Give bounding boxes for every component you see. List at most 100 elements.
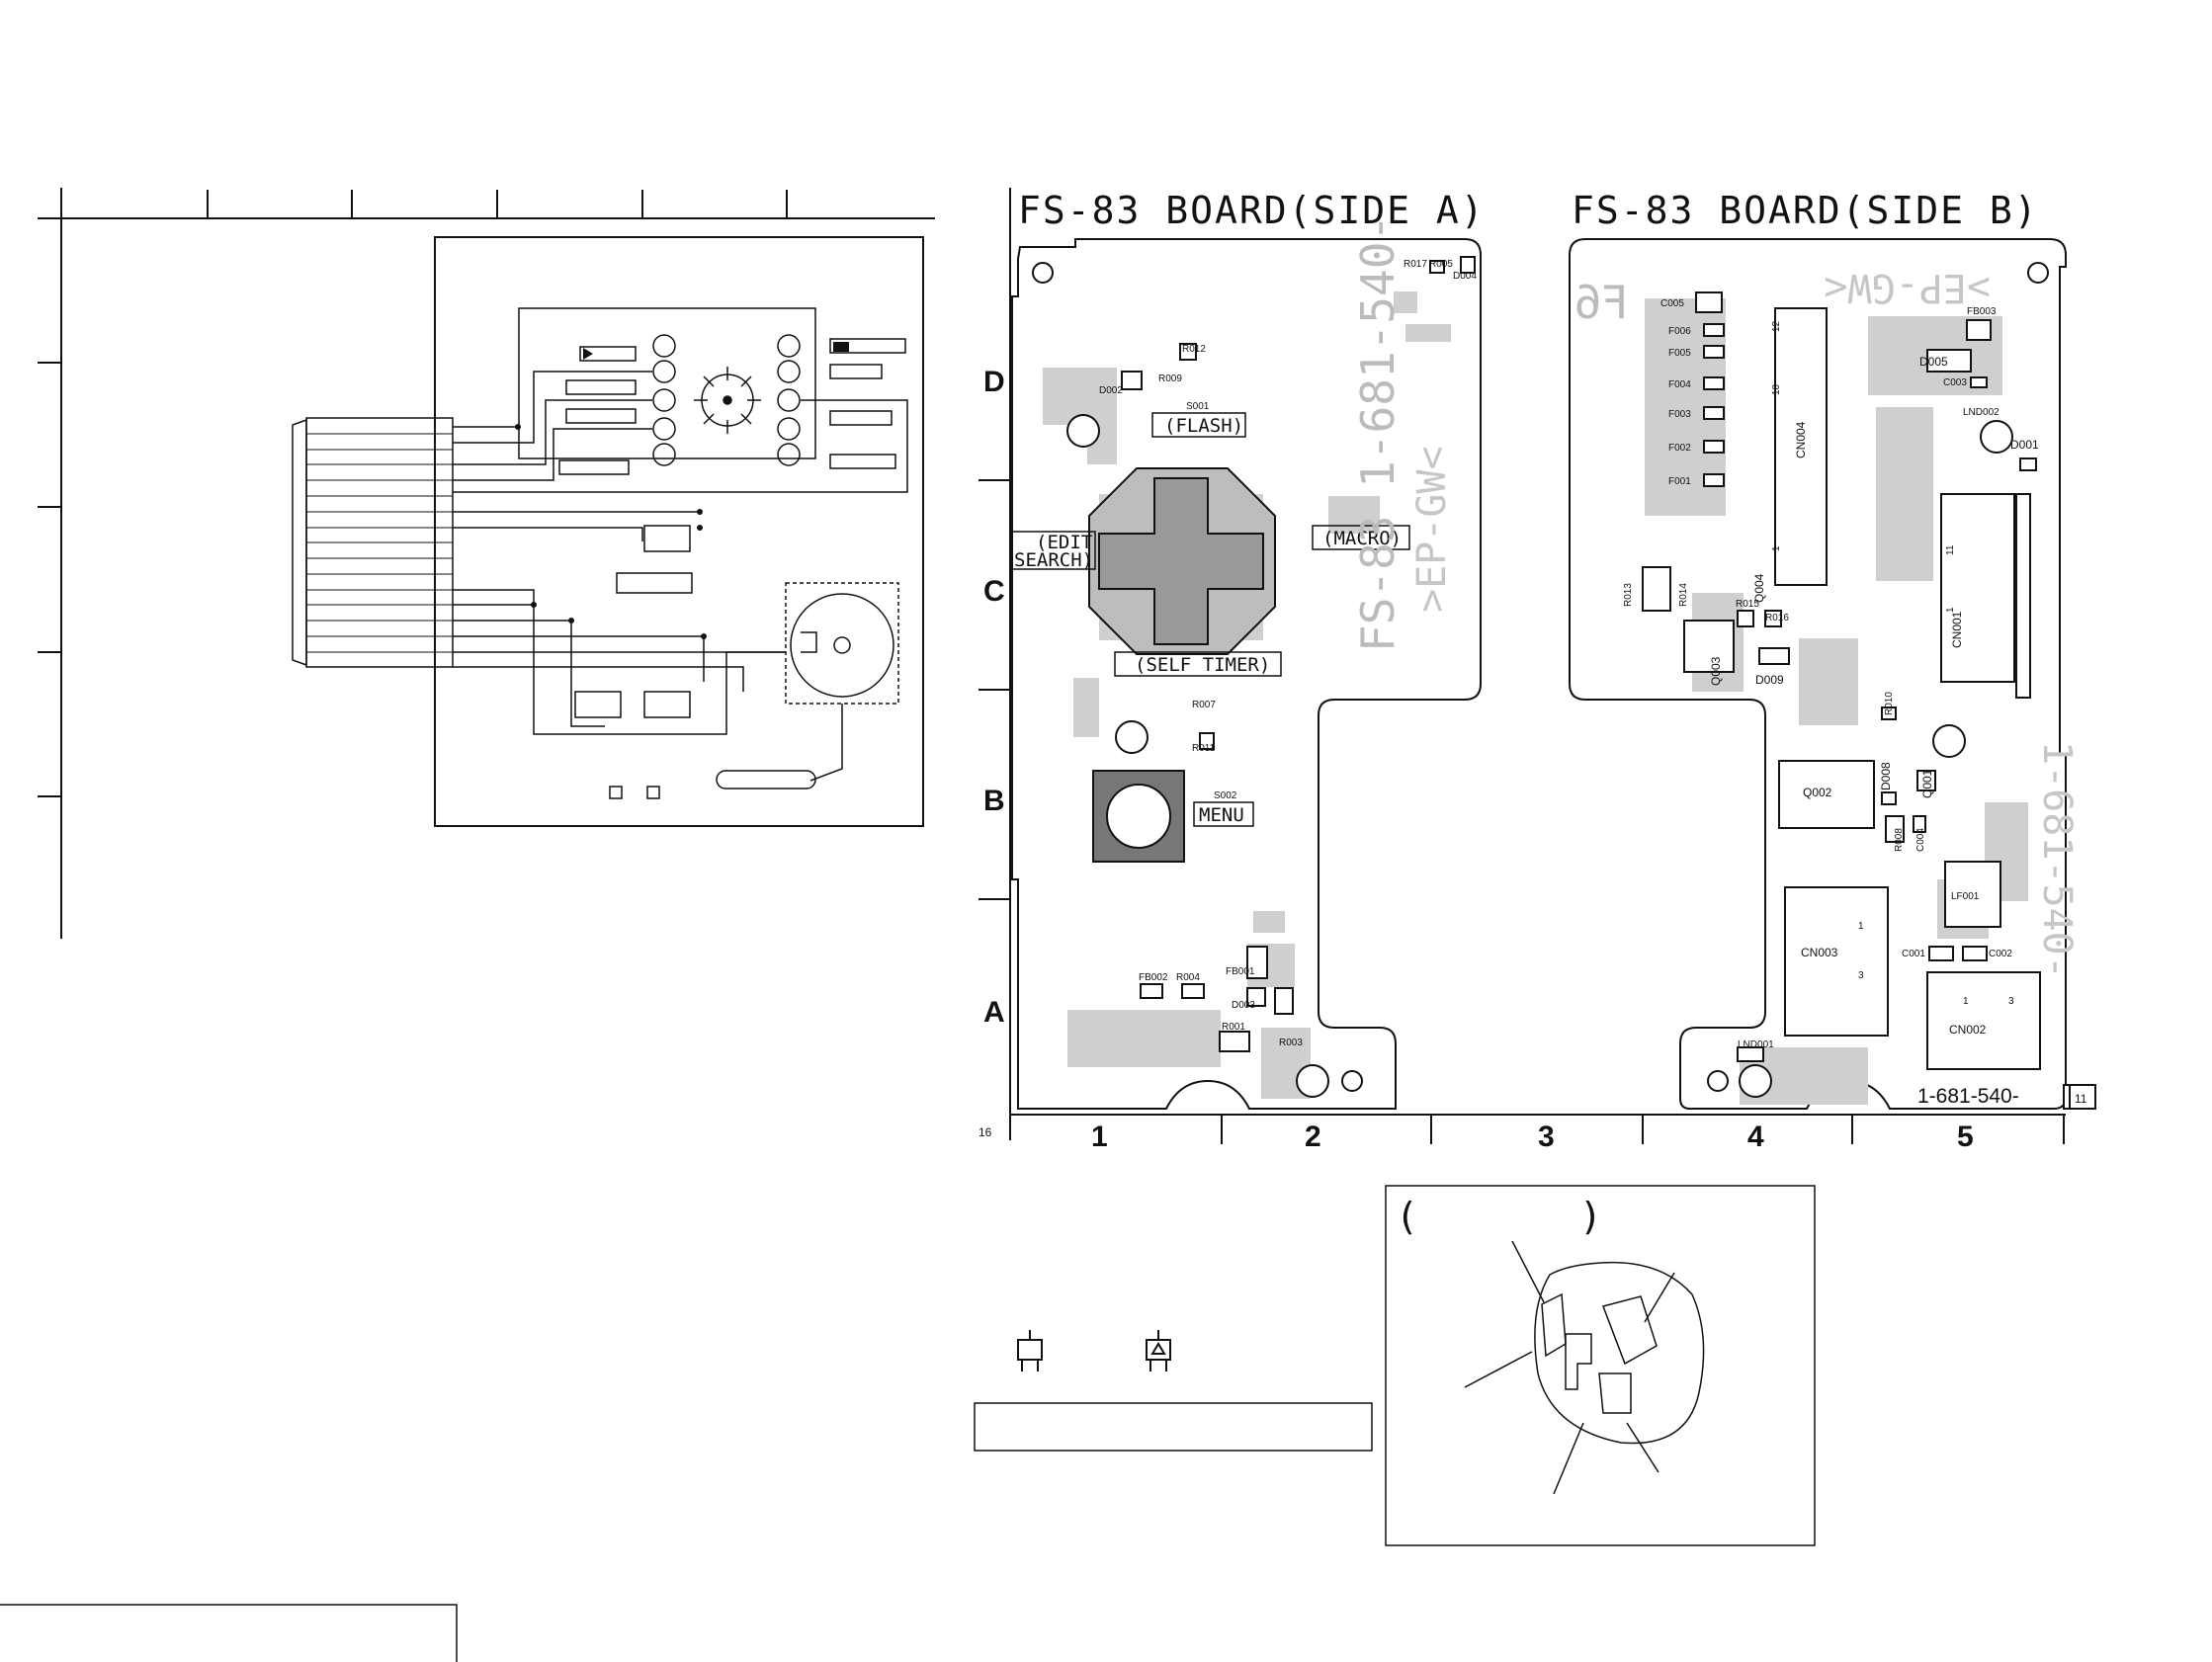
svg-text:R013: R013 xyxy=(1623,583,1634,607)
svg-text:1: 1 xyxy=(1963,996,1969,1007)
svg-text:FB002: FB002 xyxy=(1139,972,1168,983)
board-b-silk-f6: F6 xyxy=(1574,276,1629,329)
svg-text:FB003: FB003 xyxy=(1967,306,1997,317)
svg-text:CN001: CN001 xyxy=(1950,611,1964,648)
edit-label-2: SEARCH) xyxy=(1014,549,1093,571)
svg-text:Q004: Q004 xyxy=(1752,573,1766,603)
menu-ref: S002 xyxy=(1214,790,1237,801)
location-box xyxy=(1385,1185,1816,1546)
page-box-number: 11 xyxy=(2075,1092,2087,1106)
transistor-symbols xyxy=(1017,1330,1171,1371)
board-a-refs: R017 R005 D004 D002 R009 R012 R007 R011 … xyxy=(1099,259,1477,1048)
svg-text:D003: D003 xyxy=(1232,1000,1255,1011)
svg-text:R003: R003 xyxy=(1279,1038,1303,1048)
svg-text:R009: R009 xyxy=(1158,374,1182,384)
note-box xyxy=(974,1402,1373,1452)
svg-text:F004: F004 xyxy=(1668,379,1691,390)
svg-text:3: 3 xyxy=(2008,996,2014,1007)
svg-text:1: 1 xyxy=(1858,921,1864,932)
location-paren-close: ) xyxy=(1579,1195,1604,1238)
board-a-outline xyxy=(1011,238,1482,1110)
svg-text:R011: R011 xyxy=(1192,743,1216,754)
board-b-silk-mirror: 1-681-540- xyxy=(2034,741,2080,979)
svg-text:C: C xyxy=(983,575,1005,608)
board-b-title: FS-83 BOARD(SIDE B) xyxy=(1572,189,2039,232)
svg-text:C003: C003 xyxy=(1943,377,1967,388)
svg-text:3: 3 xyxy=(1858,970,1864,981)
svg-text:R008: R008 xyxy=(1894,828,1905,852)
svg-text:10: 10 xyxy=(1771,383,1782,395)
svg-text:D: D xyxy=(983,366,1005,398)
svg-text:R005: R005 xyxy=(1429,259,1453,270)
board-a-dpad xyxy=(1088,467,1276,655)
schematic-frame xyxy=(38,188,935,939)
flash-label: (FLASH) xyxy=(1164,415,1243,437)
page-box xyxy=(2069,1084,2096,1110)
board-a-title: FS-83 BOARD(SIDE A) xyxy=(1018,189,1486,232)
board-a-switch-labels xyxy=(1011,412,1410,827)
svg-text:12: 12 xyxy=(1771,320,1782,332)
svg-text:F001: F001 xyxy=(1668,476,1691,487)
timer-label: (SELF TIMER) xyxy=(1135,654,1270,676)
svg-text:R014: R014 xyxy=(1678,583,1689,607)
svg-text:C002: C002 xyxy=(1989,949,2012,959)
svg-text:Q001: Q001 xyxy=(1920,769,1934,798)
bottom-left-frame xyxy=(0,1604,458,1662)
svg-text:CN004: CN004 xyxy=(1794,421,1808,458)
svg-text:2: 2 xyxy=(1305,1121,1321,1153)
svg-text:Q002: Q002 xyxy=(1803,786,1832,799)
board-b-holes xyxy=(1707,262,2049,1098)
svg-text:D001: D001 xyxy=(2010,438,2039,452)
svg-text:LF001: LF001 xyxy=(1951,891,1980,902)
svg-text:5: 5 xyxy=(1957,1121,1974,1153)
board-a-silk-code: >EP-GW< xyxy=(1409,446,1455,613)
svg-text:1: 1 xyxy=(1771,545,1782,551)
svg-text:C001: C001 xyxy=(1902,949,1925,959)
board-a-components xyxy=(1092,256,1476,1052)
schematic-block xyxy=(292,236,924,827)
svg-text:B: B xyxy=(983,785,1005,817)
macro-label: (MACRO) xyxy=(1322,528,1402,549)
svg-text:F002: F002 xyxy=(1668,443,1691,454)
svg-text:R001: R001 xyxy=(1222,1022,1245,1033)
svg-text:3: 3 xyxy=(1538,1121,1555,1153)
svg-text:R010: R010 xyxy=(1884,692,1895,715)
svg-text:C004: C004 xyxy=(1915,828,1926,852)
svg-text:C005: C005 xyxy=(1660,298,1684,309)
board-b-pins: 12 10 1 11 1 1 3 1 3 xyxy=(1771,320,2014,1007)
svg-text:D005: D005 xyxy=(1919,355,1948,369)
svg-text:R015: R015 xyxy=(1736,599,1759,610)
schematic-dots xyxy=(515,424,707,639)
page-number-left: 16 xyxy=(978,1125,992,1139)
svg-text:D004: D004 xyxy=(1453,271,1477,282)
svg-text:D002: D002 xyxy=(1099,385,1123,396)
svg-text:4: 4 xyxy=(1747,1121,1764,1153)
schematic-icons xyxy=(583,342,849,360)
part-number: 1-681-540- xyxy=(1917,1085,2019,1108)
svg-text:FB001: FB001 xyxy=(1226,966,1255,977)
svg-text:R016: R016 xyxy=(1765,613,1789,623)
svg-text:Q003: Q003 xyxy=(1709,656,1723,686)
board-grid xyxy=(978,188,2066,1144)
grid-row-labels: D C B A xyxy=(983,366,1005,1029)
svg-text:F003: F003 xyxy=(1668,409,1691,420)
svg-text:CN003: CN003 xyxy=(1801,946,1838,959)
svg-text:LND002: LND002 xyxy=(1963,407,1999,418)
svg-text:D008: D008 xyxy=(1879,762,1893,790)
flash-ref: S001 xyxy=(1186,401,1210,412)
svg-text:F005: F005 xyxy=(1668,348,1691,359)
svg-text:1: 1 xyxy=(1945,607,1956,613)
board-a-holes xyxy=(1032,262,1363,1098)
svg-text:R012: R012 xyxy=(1182,344,1206,355)
board-a-silk-pn: FS-83 1-681-540- xyxy=(1351,214,1404,652)
svg-text:LND001: LND001 xyxy=(1738,1039,1774,1050)
svg-text:R004: R004 xyxy=(1176,972,1200,983)
edit-label-1: (EDIT xyxy=(1036,532,1092,553)
grid-col-labels: 1 2 3 4 5 xyxy=(1091,1121,1974,1153)
svg-text:A: A xyxy=(983,996,1005,1029)
svg-text:R017: R017 xyxy=(1404,259,1427,270)
board-b-silk-code: >EP-GW< xyxy=(1824,265,1991,310)
svg-text:CN002: CN002 xyxy=(1949,1023,1987,1037)
menu-label: MENU xyxy=(1199,804,1244,826)
